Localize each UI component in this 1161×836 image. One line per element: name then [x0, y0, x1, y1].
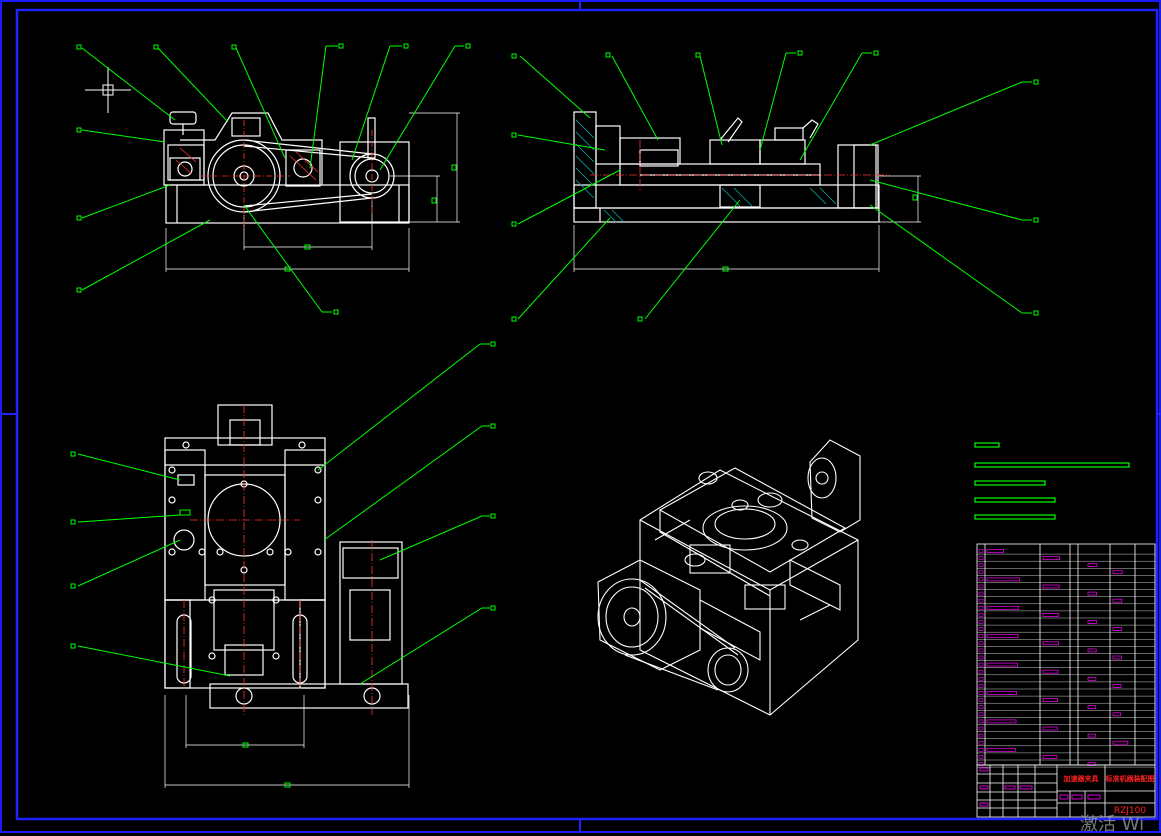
parts-list-item-number [978, 676, 984, 681]
parts-list-cell-text [1042, 641, 1059, 646]
parts-list-cell-text [986, 691, 1018, 695]
parts-list-cell-text [1112, 627, 1122, 631]
parts-list-cell-text [986, 577, 1020, 582]
parts-list-item-number [978, 733, 984, 738]
parts-list-cell-text [1042, 755, 1058, 759]
parts-list-item-number [978, 556, 984, 560]
parts-list-item-number [978, 577, 984, 582]
side-view-leaders [511, 50, 1039, 322]
parts-list-cell-text [1112, 655, 1122, 660]
parts-list-item-number [978, 669, 984, 674]
parts-list-cell-text [1112, 570, 1123, 575]
activation-watermark: 激活 Wi [1080, 814, 1145, 835]
parts-list-item-number [978, 719, 984, 724]
parts-list-cell-text [986, 719, 1017, 724]
parts-list-cell-text [986, 662, 1018, 667]
parts-list-item-number [978, 641, 984, 646]
parts-list-cell-text [1112, 712, 1122, 717]
parts-list-item-number [978, 570, 984, 575]
parts-list-item-number [978, 712, 984, 717]
title-block-name: 加速器夹具 [1063, 774, 1099, 783]
parts-list-item-number [978, 691, 984, 695]
parts-list-cell-text [1042, 726, 1058, 731]
parts-list-cell-text [1112, 740, 1129, 745]
side-section-hatching [575, 119, 837, 223]
parts-list-item-number [978, 613, 984, 617]
parts-list-cell-text [1087, 733, 1096, 738]
parts-list-cell-text [986, 549, 1004, 553]
parts-list-item-number [978, 740, 984, 745]
side-section-view [573, 111, 921, 272]
parts-list-item-number [978, 662, 984, 667]
side-section-dim-labels [722, 194, 918, 272]
parts-list-item-number [978, 634, 984, 639]
parts-list-item-number [978, 655, 984, 660]
parts-list-item-number [978, 598, 984, 603]
parts-list-item-number [978, 549, 984, 553]
parts-list-cell-text [986, 634, 1019, 639]
crosshair-cursor-icon [85, 67, 131, 113]
technical-notes [974, 442, 1130, 520]
title-block-magenta-cells [979, 767, 1101, 807]
parts-list-item-number [978, 705, 984, 710]
drawing-number: RZJ100 [1114, 806, 1147, 816]
parts-list-cell-text [1087, 676, 1097, 681]
parts-list-cell-text [986, 605, 1020, 610]
front-view-hatching [175, 120, 373, 230]
parts-list-item-number [978, 762, 984, 766]
parts-list-item-number [978, 684, 984, 688]
parts-list-cell-text [986, 747, 1016, 752]
parts-list-item-number [978, 698, 984, 702]
front-view [163, 111, 460, 272]
drawing-title: 标准机器装配图 [1105, 774, 1155, 783]
parts-list-item-number [978, 726, 984, 731]
parts-list-cell-text [1087, 762, 1096, 766]
top-view-leaders [70, 341, 496, 685]
parts-list-table [976, 543, 1156, 766]
parts-list-rows [977, 549, 1155, 768]
title-block [976, 764, 1156, 818]
parts-list-item-number [978, 591, 984, 596]
parts-list-cell-text [1087, 563, 1098, 568]
top-view [164, 404, 410, 788]
parts-list-cell-text [1112, 684, 1122, 688]
top-view-centerlines [183, 405, 373, 715]
parts-list-cell-text [1087, 705, 1097, 710]
parts-list-cell-text [1042, 698, 1058, 702]
parts-list-item-number [978, 605, 984, 610]
front-view-leaders [76, 43, 471, 315]
parts-list-item-number [978, 620, 984, 624]
side-section-centerline [590, 140, 890, 190]
parts-list-cell-text [1042, 556, 1060, 560]
parts-list-cell-text [1112, 598, 1123, 603]
parts-list-cell-text [1087, 591, 1097, 596]
parts-list-item-number [978, 584, 984, 589]
parts-list-item-number [978, 627, 984, 631]
parts-list-cell-text [1042, 584, 1060, 589]
parts-list-item-number [978, 747, 984, 752]
front-view-dim-labels [284, 164, 457, 272]
parts-list-cell-text [1042, 669, 1059, 674]
parts-list-cell-text [1042, 613, 1060, 617]
parts-list-item-number [978, 563, 984, 568]
parts-list-cell-text [1087, 648, 1097, 653]
parts-list-item-number [978, 648, 984, 653]
isometric-view [597, 439, 861, 716]
parts-list-item-number [978, 755, 984, 759]
top-view-dim-labels [179, 509, 291, 788]
parts-list-cell-text [1087, 620, 1097, 624]
